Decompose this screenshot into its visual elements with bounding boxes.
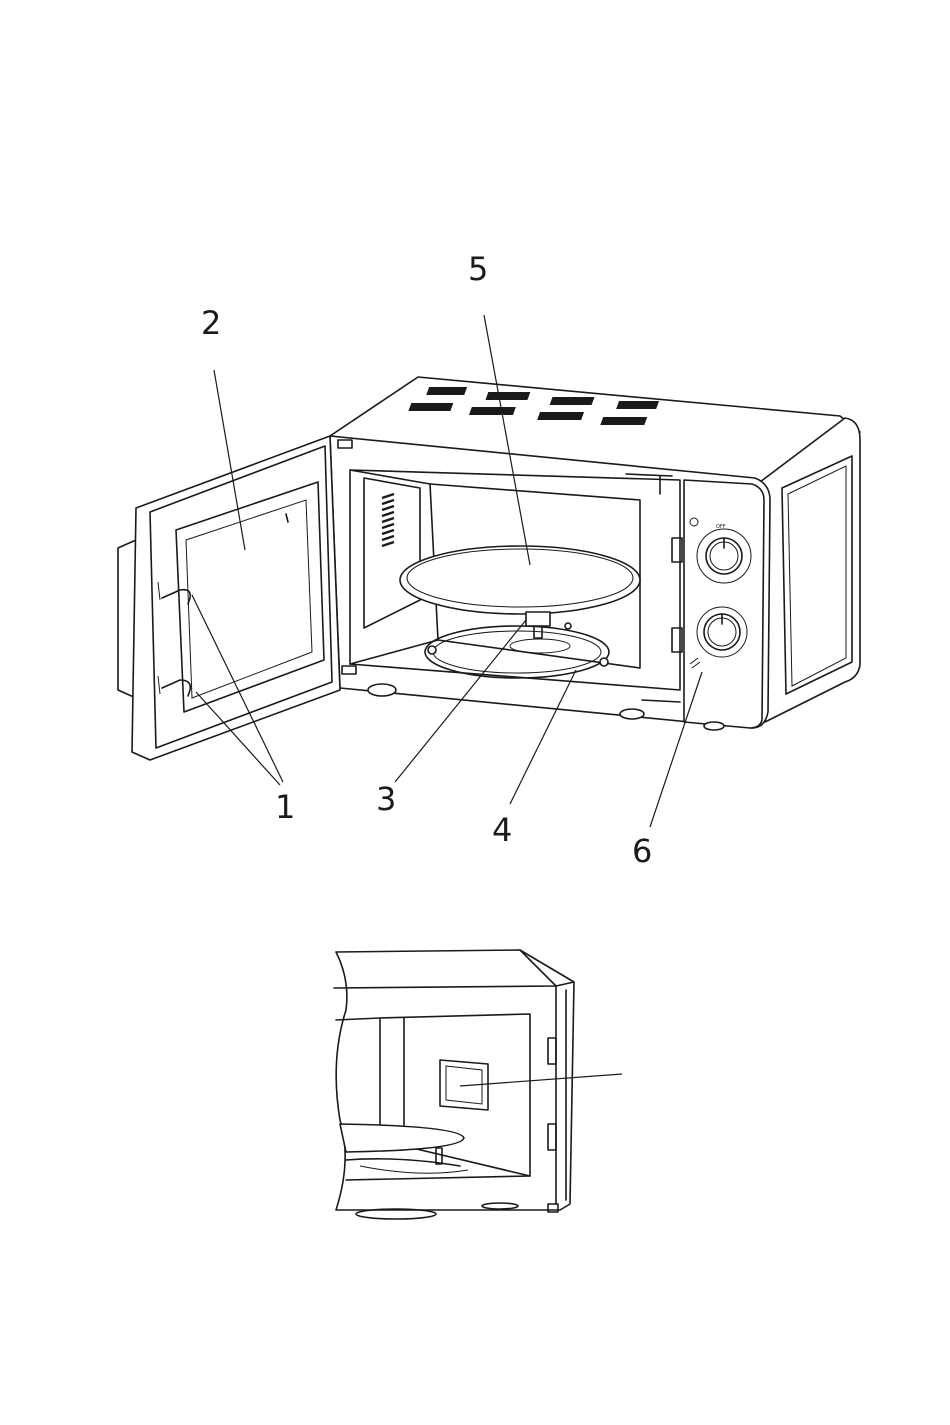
callout-1: 1 xyxy=(275,788,295,826)
foot-center xyxy=(620,709,644,719)
callout-4: 4 xyxy=(492,811,512,849)
foot-left xyxy=(368,684,396,696)
callout-3: 3 xyxy=(376,780,396,818)
callout-2: 2 xyxy=(201,304,221,342)
timer-off-label: OFF xyxy=(716,524,726,530)
glass-tray xyxy=(400,546,640,614)
callout-6: 6 xyxy=(632,832,652,870)
callout-5: 5 xyxy=(468,250,488,288)
cavity-detail-figure xyxy=(334,950,622,1219)
foot-right xyxy=(704,722,724,730)
microwave-overview-figure: OFF xyxy=(118,250,860,870)
turntable-coupler xyxy=(526,612,550,626)
open-door xyxy=(118,436,340,760)
